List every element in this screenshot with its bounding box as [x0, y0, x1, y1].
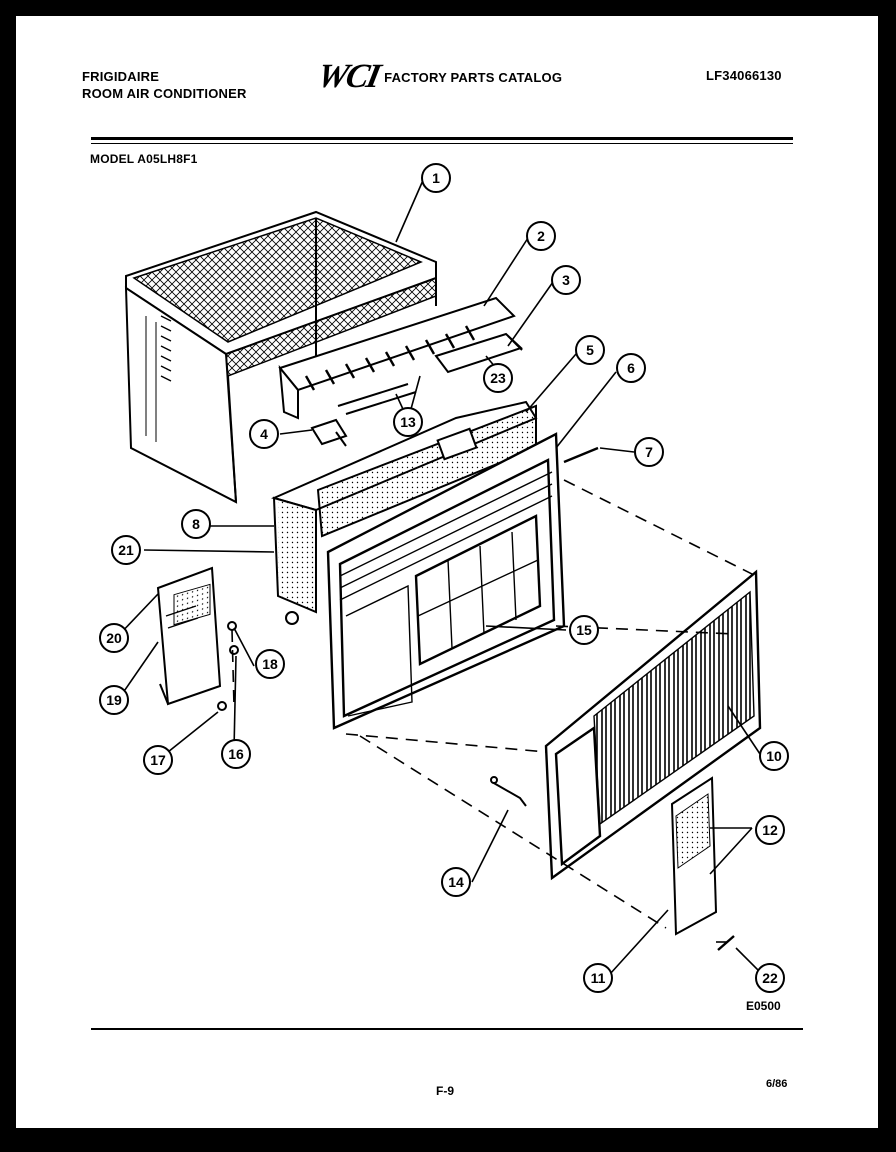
- callout-12: 12: [755, 815, 785, 845]
- callout-20: 20: [99, 623, 129, 653]
- catalog-header: WCI FACTORY PARTS CATALOG: [314, 58, 563, 96]
- svg-text:4: 4: [260, 426, 268, 442]
- diagram-code: E0500: [746, 999, 781, 1013]
- callout-21: 21: [111, 535, 141, 565]
- callout-17: 17: [143, 745, 173, 775]
- svg-text:20: 20: [106, 630, 122, 646]
- svg-text:13: 13: [400, 414, 416, 430]
- callout-10: 10: [759, 741, 789, 771]
- cabinet-part: [124, 210, 437, 504]
- brand-block: FRIGIDAIRE ROOM AIR CONDITIONER: [82, 68, 247, 102]
- svg-text:12: 12: [762, 822, 778, 838]
- svg-text:2: 2: [537, 228, 545, 244]
- catalog-part-number: LF34066130: [706, 68, 782, 83]
- svg-text:23: 23: [490, 370, 506, 386]
- chassis-part: [271, 400, 538, 625]
- rail-part-13: [337, 383, 417, 415]
- callout-5: 5: [575, 335, 605, 365]
- svg-text:3: 3: [562, 272, 570, 288]
- louver-assembly-part: [278, 296, 516, 420]
- callout-22: 22: [755, 963, 785, 993]
- brand-name: FRIGIDAIRE: [82, 69, 160, 84]
- callout-bubbles: 1 2 3 4 5 6 7: [99, 163, 789, 993]
- callout-6: 6: [616, 353, 646, 383]
- rod-part-7: [563, 446, 599, 464]
- catalog-page: FRIGIDAIRE ROOM AIR CONDITIONER WCI FACT…: [16, 16, 878, 1128]
- grille-frame-part: [544, 569, 762, 881]
- svg-text:8: 8: [192, 516, 200, 532]
- front-panel-part: [326, 432, 566, 730]
- callout-7: 7: [634, 437, 664, 467]
- callout-3: 3: [551, 265, 581, 295]
- clip-part-14: [490, 776, 527, 807]
- callout-14: 14: [441, 867, 471, 897]
- control-panel-part: [156, 566, 222, 706]
- catalog-date: 6/86: [766, 1078, 788, 1090]
- svg-text:22: 22: [762, 970, 778, 986]
- callout-2: 2: [526, 221, 556, 251]
- catalog-title: FACTORY PARTS CATALOG: [384, 69, 563, 85]
- svg-text:15: 15: [576, 622, 592, 638]
- page-number: F-9: [436, 1084, 454, 1098]
- svg-text:18: 18: [262, 656, 278, 672]
- exploded-parts-diagram: 1 2 3 4 5 6 7: [99, 163, 789, 993]
- callout-1: 1: [421, 163, 451, 193]
- svg-text:21: 21: [118, 542, 134, 558]
- callout-8: 8: [181, 509, 211, 539]
- footer-rule: [91, 1028, 803, 1030]
- callout-4: 4: [249, 419, 279, 449]
- svg-text:7: 7: [645, 444, 653, 460]
- header-rule-thin: [91, 143, 793, 144]
- svg-text:10: 10: [766, 748, 782, 764]
- svg-text:1: 1: [432, 170, 440, 186]
- callout-13: 13: [393, 407, 423, 437]
- svg-text:19: 19: [106, 692, 122, 708]
- callout-18: 18: [255, 649, 285, 679]
- clip-part-22: [717, 935, 735, 951]
- model-number: MODEL A05LH8F1: [90, 152, 198, 166]
- product-line: ROOM AIR CONDITIONER: [82, 86, 247, 101]
- svg-text:14: 14: [448, 874, 464, 890]
- bracket-part-3: [434, 332, 523, 374]
- svg-text:5: 5: [586, 342, 594, 358]
- bracket-part-4: [310, 418, 348, 447]
- header-rule-thick: [91, 137, 793, 140]
- svg-text:16: 16: [228, 746, 244, 762]
- callout-16: 16: [221, 739, 251, 769]
- callout-11: 11: [583, 963, 613, 993]
- callout-23: 23: [483, 363, 513, 393]
- svg-text:6: 6: [627, 360, 635, 376]
- filter-part: [670, 776, 718, 936]
- callout-15: 15: [569, 615, 599, 645]
- callout-19: 19: [99, 685, 129, 715]
- svg-text:17: 17: [150, 752, 166, 768]
- svg-text:11: 11: [591, 970, 606, 986]
